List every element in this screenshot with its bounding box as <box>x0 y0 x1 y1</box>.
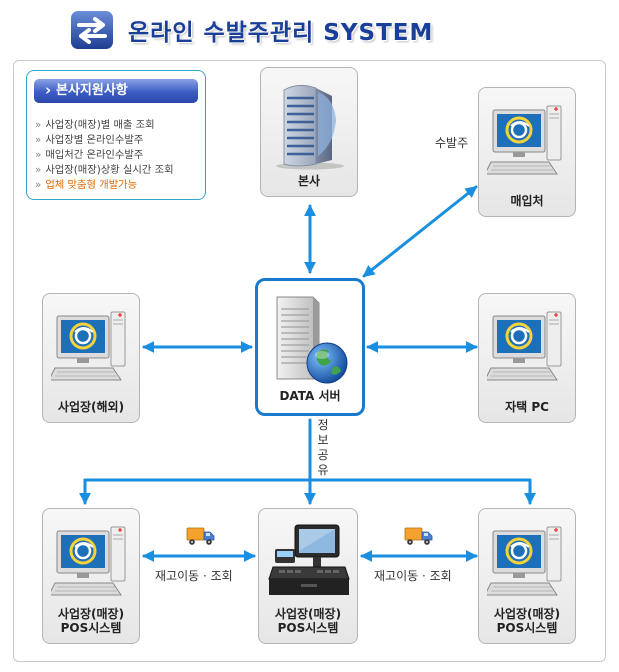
node-data-server-label: DATA 서버 <box>279 389 341 403</box>
node-store-left: 사업장(매장) POS시스템 <box>42 508 140 644</box>
node-store-right: 사업장(매장) POS시스템 <box>478 508 576 644</box>
page-header: 온라인 수발주관리 SYSTEM <box>70 10 433 50</box>
hq-support-title: 본사지원사항 <box>34 78 198 103</box>
node-store-center-line2: POS시스템 <box>277 621 339 635</box>
link-supplier-server <box>362 185 478 278</box>
hq-support-box: 본사지원사항 사업장(매장)별 매출 조회 사업장별 온라인수발주 매입처간 온… <box>26 70 206 200</box>
node-store-center-line1: 사업장(매장) <box>274 607 342 621</box>
stock-label-right: 재고이동 · 조회 <box>374 569 452 583</box>
node-hq-label: 본사 <box>297 174 321 188</box>
node-supplier-label: 매입처 <box>510 194 544 208</box>
node-data-server: DATA 서버 <box>255 278 365 416</box>
desktop-pc-icon <box>487 311 562 381</box>
node-store-right-line2: POS시스템 <box>496 621 558 635</box>
node-hq: 본사 <box>260 67 358 197</box>
desktop-pc-icon <box>51 526 126 596</box>
pos-terminal-icon <box>268 524 350 595</box>
support-item-highlight: 업체 맞춤형 개발가능 <box>35 178 174 193</box>
delivery-truck-icon <box>186 527 215 545</box>
order-label: 수발주 <box>435 136 469 150</box>
info-share-label: 정보공유 <box>317 418 329 477</box>
node-store-left-line2: POS시스템 <box>60 621 122 635</box>
support-item: 사업장별 온라인수발주 <box>35 133 174 148</box>
desktop-pc-icon <box>51 311 126 381</box>
stock-label-left: 재고이동 · 조회 <box>155 569 233 583</box>
support-item: 매입처간 온라인수발주 <box>35 148 174 163</box>
support-item: 사업장(매장)별 매출 조회 <box>35 118 174 133</box>
desktop-pc-icon <box>487 526 562 596</box>
node-store-center-label: 사업장(매장) POS시스템 <box>259 607 357 635</box>
node-store-right-label: 사업장(매장) POS시스템 <box>479 607 575 635</box>
desktop-pc-icon <box>487 105 562 175</box>
hq-support-list: 사업장(매장)별 매출 조회 사업장별 온라인수발주 매입처간 온라인수발주 사… <box>35 118 174 193</box>
server-globe-icon <box>276 296 348 384</box>
node-store-left-label: 사업장(매장) POS시스템 <box>43 607 139 635</box>
node-store-center: 사업장(매장) POS시스템 <box>258 508 358 644</box>
exchange-arrows-icon <box>71 11 113 49</box>
node-home-pc: 자택 PC <box>478 293 576 423</box>
node-overseas: 사업장(해외) <box>42 293 140 423</box>
node-overseas-label: 사업장(해외) <box>57 400 125 414</box>
node-supplier: 매입처 <box>478 87 576 217</box>
node-home-pc-label: 자택 PC <box>505 400 549 414</box>
node-store-right-line1: 사업장(매장) <box>493 607 561 621</box>
node-store-left-line1: 사업장(매장) <box>57 607 125 621</box>
delivery-truck-icon <box>404 527 433 545</box>
page-title: 온라인 수발주관리 SYSTEM <box>128 20 434 46</box>
office-building-icon <box>276 85 344 170</box>
support-item: 사업장(매장)상황 실시간 조회 <box>35 163 173 178</box>
